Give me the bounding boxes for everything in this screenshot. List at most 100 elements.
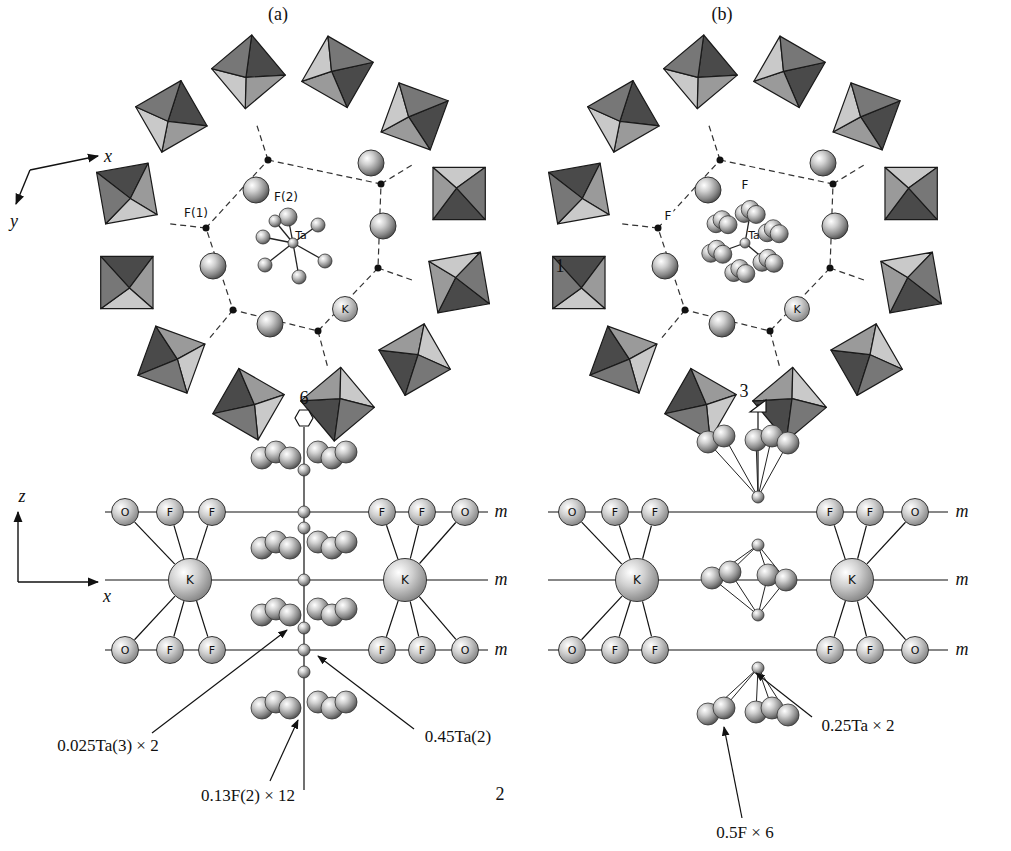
atom-symbol: O bbox=[121, 644, 130, 657]
atom-label: F bbox=[663, 210, 674, 223]
atom-sphere: O bbox=[558, 498, 586, 526]
mirror-label: m bbox=[493, 570, 510, 590]
atom-symbol: O bbox=[568, 506, 577, 519]
bond-line bbox=[582, 596, 623, 640]
atom-symbol: O bbox=[461, 506, 470, 519]
atom-sphere: K bbox=[383, 558, 427, 602]
atom-symbol: K bbox=[848, 573, 856, 587]
atom-sphere: K bbox=[784, 296, 810, 322]
atom-label: F bbox=[740, 179, 751, 192]
atom-symbol: K bbox=[633, 573, 641, 587]
atom-sphere: K bbox=[615, 558, 659, 602]
atom-symbol: F bbox=[652, 644, 658, 657]
bond-line bbox=[174, 525, 184, 558]
axis-label: x bbox=[102, 147, 114, 167]
bond-line bbox=[619, 601, 630, 637]
symmetry-axes bbox=[295, 400, 766, 790]
panel-letter: (a) bbox=[266, 5, 290, 25]
bond-line bbox=[867, 522, 906, 564]
atom-sphere: F bbox=[156, 636, 184, 664]
mirror-label: m bbox=[493, 502, 510, 522]
leader-arrows bbox=[152, 630, 812, 818]
bond-line bbox=[197, 525, 208, 559]
mirror-planes bbox=[105, 512, 948, 650]
occupancy-callout: 0.13F(2) × 12 bbox=[199, 787, 297, 806]
atom-sphere: F bbox=[408, 636, 436, 664]
atom-sphere: F bbox=[856, 636, 884, 664]
bond-line bbox=[857, 601, 866, 636]
bond-line bbox=[410, 601, 419, 636]
atom-sphere: K bbox=[168, 558, 212, 602]
atom-symbol: F bbox=[167, 506, 173, 519]
atom-symbol: O bbox=[461, 644, 470, 657]
bond-line bbox=[135, 522, 175, 564]
bond-line bbox=[386, 525, 397, 559]
atom-sphere: O bbox=[901, 636, 929, 664]
occupancy-callout: 0.5F × 6 bbox=[714, 824, 775, 843]
axes bbox=[16, 156, 98, 582]
atom-symbol: F bbox=[419, 506, 425, 519]
atom-symbol: F bbox=[827, 644, 833, 657]
atom-sphere: F bbox=[641, 636, 669, 664]
atom-symbol: F bbox=[652, 506, 658, 519]
atom-symbol: F bbox=[827, 506, 833, 519]
bond-line bbox=[197, 601, 208, 637]
atom-symbol: K bbox=[341, 303, 348, 316]
atom-sphere: F bbox=[641, 498, 669, 526]
atom-sphere: F bbox=[198, 636, 226, 664]
atom-sphere: O bbox=[451, 636, 479, 664]
atom-sphere: F bbox=[368, 636, 396, 664]
axis-label: y bbox=[8, 212, 20, 232]
atom-sphere: F bbox=[601, 636, 629, 664]
bond-line bbox=[420, 522, 456, 563]
figure-number: 1 bbox=[554, 257, 567, 277]
atom-sphere: K bbox=[332, 296, 358, 322]
atom-sphere: O bbox=[451, 498, 479, 526]
bond-line bbox=[386, 601, 398, 637]
bond-line bbox=[582, 522, 622, 564]
atom-sphere: F bbox=[601, 498, 629, 526]
atom-symbol: F bbox=[867, 506, 873, 519]
atom-sphere: F bbox=[198, 498, 226, 526]
octahedra-rings bbox=[97, 35, 942, 441]
ta-f-columns bbox=[251, 425, 799, 726]
atom-sphere: F bbox=[408, 498, 436, 526]
mirror-label: m bbox=[493, 640, 510, 660]
bond-line bbox=[834, 601, 845, 637]
atom-sphere: F bbox=[816, 636, 844, 664]
bond-line bbox=[867, 596, 906, 639]
atom-label: Ta bbox=[293, 230, 309, 242]
atom-symbol: K bbox=[186, 573, 194, 587]
occupancy-callout: 0.45Ta(2) bbox=[423, 728, 493, 747]
symmetry-order: 3 bbox=[738, 382, 751, 402]
atom-sphere: F bbox=[816, 498, 844, 526]
bond-line bbox=[834, 525, 845, 559]
atom-symbol: F bbox=[419, 644, 425, 657]
atom-label: F(2) bbox=[272, 191, 300, 204]
symmetry-order: 6 bbox=[298, 389, 311, 409]
atom-symbol: F bbox=[379, 644, 385, 657]
occupancy-callout: 0.25Ta × 2 bbox=[819, 717, 896, 736]
bond-line bbox=[410, 526, 418, 559]
bond-line bbox=[858, 526, 867, 559]
atom-sphere: O bbox=[558, 636, 586, 664]
atom-symbol: O bbox=[121, 506, 130, 519]
bond-line bbox=[135, 596, 176, 640]
atom-sphere: O bbox=[111, 498, 139, 526]
atom-symbol: K bbox=[793, 303, 800, 316]
atom-symbol: F bbox=[379, 506, 385, 519]
mirror-label: m bbox=[954, 640, 971, 660]
axis-label: x bbox=[101, 587, 113, 607]
atom-sphere: O bbox=[111, 636, 139, 664]
axis-label: z bbox=[16, 487, 27, 507]
bond-line bbox=[619, 525, 630, 559]
mirror-label: m bbox=[954, 570, 971, 590]
atom-sphere: F bbox=[856, 498, 884, 526]
bond-line bbox=[419, 597, 456, 640]
atom-symbol: O bbox=[911, 506, 920, 519]
atom-symbol: F bbox=[209, 506, 215, 519]
atom-symbol: F bbox=[612, 644, 618, 657]
atom-sphere: K bbox=[830, 558, 874, 602]
mirror-label: m bbox=[954, 502, 971, 522]
